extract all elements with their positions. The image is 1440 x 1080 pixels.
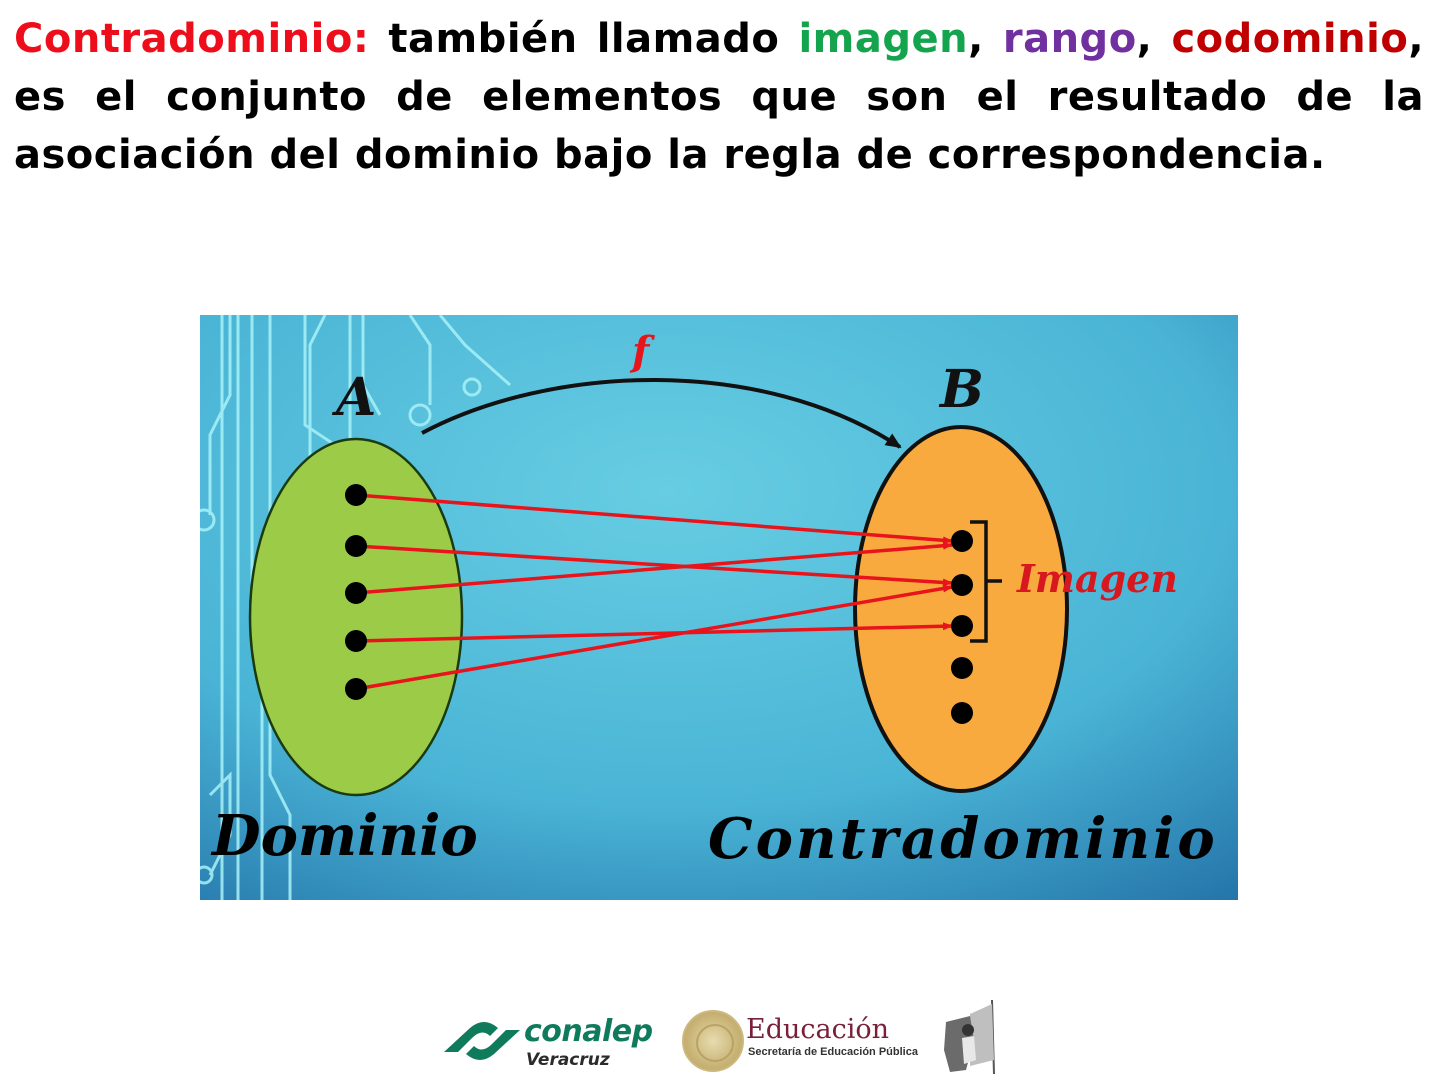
separator: , bbox=[1408, 16, 1425, 62]
national-seal-icon bbox=[682, 1010, 744, 1072]
educacion-text: Educación bbox=[746, 1014, 890, 1045]
function-arrow bbox=[421, 378, 902, 449]
conalep-subtext: Veracruz bbox=[526, 1050, 610, 1070]
definition-paragraph: Contradominio: también llamado imagen, r… bbox=[14, 10, 1424, 184]
image-label: Imagen bbox=[1016, 556, 1178, 601]
mapping-arrows bbox=[355, 493, 953, 691]
separator: , bbox=[1136, 16, 1172, 62]
sep-subtext: Secretaría de Educación Pública bbox=[748, 1046, 918, 1058]
image-bracket bbox=[970, 520, 1002, 643]
set-b-ellipse bbox=[853, 425, 1069, 793]
domain-points bbox=[345, 484, 367, 700]
state-emblem-icon bbox=[944, 1000, 995, 1074]
separator: , bbox=[968, 16, 1003, 62]
conalep-text: conalep bbox=[524, 1014, 653, 1049]
codomain-points bbox=[951, 530, 973, 724]
conalep-logo: conalep Veracruz bbox=[440, 1010, 660, 1072]
synonym-imagen: imagen bbox=[798, 16, 969, 62]
definition-term: Contradominio: bbox=[14, 16, 370, 62]
domain-caption: Dominio bbox=[210, 803, 478, 869]
conalep-swoosh-icon bbox=[444, 1022, 520, 1060]
function-mapping-diagram: f A B Im bbox=[200, 315, 1238, 900]
set-b-label: B bbox=[938, 359, 984, 420]
synonym-rango: rango bbox=[1002, 16, 1137, 62]
definition-body: es el conjunto de elementos que son el r… bbox=[14, 74, 1424, 178]
set-a-label: A bbox=[331, 367, 376, 428]
footer-logos: conalep Veracruz Educación Secretaría de… bbox=[440, 1000, 1000, 1076]
definition-intro: también llamado bbox=[369, 16, 799, 62]
codomain-caption: Contradominio bbox=[708, 806, 1218, 872]
synonym-codominio: codominio bbox=[1171, 16, 1409, 62]
set-a-ellipse bbox=[248, 437, 464, 797]
